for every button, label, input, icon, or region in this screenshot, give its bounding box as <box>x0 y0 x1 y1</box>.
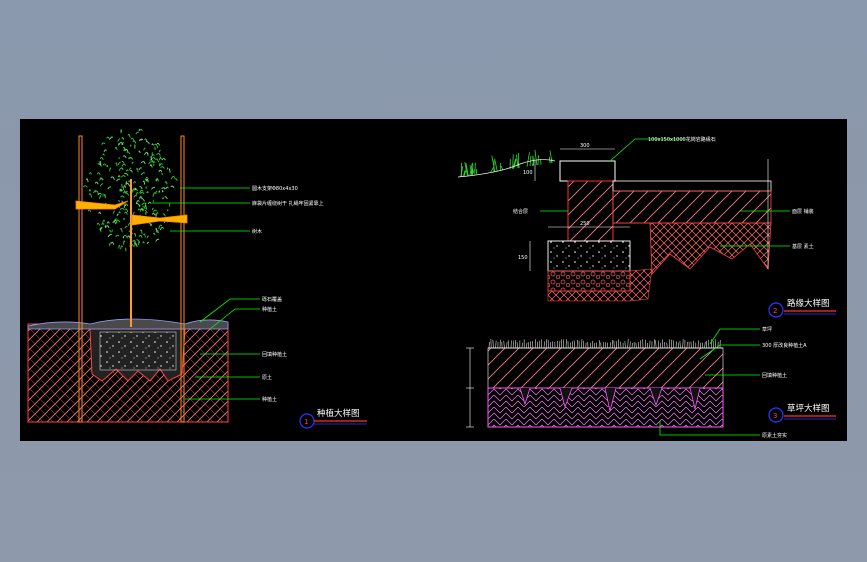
stake-band-upper <box>75 200 129 210</box>
label-burlap: 麻袋片缠绕树干 扎绳牢固紧靠上 <box>252 200 324 207</box>
ground-line <box>457 159 556 178</box>
lawn-grass <box>488 338 721 349</box>
stake-left <box>78 135 83 423</box>
label-bedding: 结合层 <box>513 208 528 215</box>
label-curb-stone: 100x150x1000花岗岩路缘石 <box>648 136 716 143</box>
gravel-surface <box>27 318 229 330</box>
label-paving: 面层 铺装 <box>792 208 814 215</box>
label-native-soil: 原素土夯实 <box>762 432 787 439</box>
label-tree: 树木 <box>252 228 262 235</box>
gravel-base <box>547 270 631 292</box>
detail-number-circle <box>768 407 784 423</box>
dim-curb-height: 100 <box>523 170 533 176</box>
label-backfill: 回填种植土 <box>262 351 287 358</box>
curb-stone <box>567 180 614 242</box>
label-base: 基层 素土 <box>792 243 814 250</box>
paving-bed <box>612 190 772 224</box>
dim-footing-height: 150 <box>518 255 528 261</box>
detail-number: 2 <box>773 307 777 315</box>
tree-planting-detail: 圆木支架Φ80x4x30 麻袋片缠绕树干 扎绳牢固紧靠上 树木 砾石覆盖 种植土… <box>27 128 367 429</box>
improved-soil-layer <box>487 347 724 389</box>
compacted-soil <box>547 268 653 302</box>
curb-stone-top <box>559 160 616 182</box>
tree-foliage <box>83 128 178 252</box>
detail-number: 3 <box>773 412 777 420</box>
label-improved-soil: 300 厚改良种植土A <box>762 342 807 349</box>
detail-title: 路缘大样图 <box>787 298 830 309</box>
detail-number-circle <box>768 302 784 318</box>
detail-title: 草坪大样图 <box>787 403 830 414</box>
label-soil-top: 种植土 <box>262 306 277 313</box>
dim-footing-width: 250 <box>580 221 590 227</box>
grass-tufts <box>460 149 553 177</box>
stake-band-lower <box>131 214 188 226</box>
label-backfill: 回填种植土 <box>762 372 787 379</box>
paving-surface <box>612 180 772 192</box>
lawn-detail: 草坪 300 厚改良种植土A 回填种植土 原素土夯实 3 草坪大样图 <box>466 326 836 439</box>
detail-number: 1 <box>304 418 308 426</box>
detail-title: 种植大样图 <box>317 408 360 419</box>
stake-right <box>180 135 185 423</box>
concrete-footing <box>547 240 631 272</box>
backfill-teeth <box>488 387 723 412</box>
label-gravel: 砾石覆盖 <box>262 296 282 303</box>
curb-detail: 300 250 100 150 100x150x1000花岗岩路缘石 结合层 面… <box>457 136 836 318</box>
cad-drawing: 圆木支架Φ80x4x30 麻袋片缠绕树干 扎绳牢固紧靠上 树木 砾石覆盖 种植土… <box>27 128 836 439</box>
label-native-soil: 原土 <box>262 374 272 381</box>
label-lawn: 草坪 <box>762 326 772 333</box>
label-stake: 圆木支架Φ80x4x30 <box>252 185 298 192</box>
label-planting-soil: 种植土 <box>262 396 277 403</box>
subgrade <box>613 222 772 275</box>
cad-drawing-canvas: 圆木支架Φ80x4x30 麻袋片缠绕树干 扎绳牢固紧靠上 树木 砾石覆盖 种植土… <box>20 119 847 441</box>
dim-curb-width: 300 <box>580 143 590 149</box>
root-ball <box>99 331 177 371</box>
